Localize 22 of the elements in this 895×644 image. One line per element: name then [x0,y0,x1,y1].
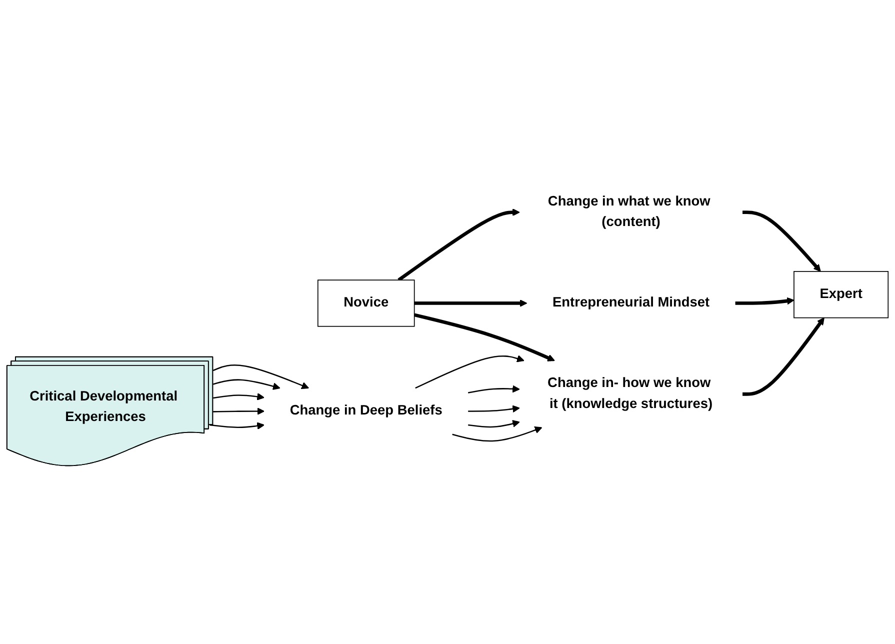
arrow [398,208,520,282]
arrow [415,354,524,388]
node-text: Change in Deep Beliefs [290,403,442,418]
node-box: Novice [317,279,415,326]
arrow [213,392,264,400]
node-text: Change in what we know (content) [548,194,710,230]
arrow [468,420,520,428]
arrow [468,384,520,394]
arrow [452,426,542,442]
node-box: Expert [794,270,889,318]
arrow [735,296,794,305]
node-text: Change in- how we know it (knowledge structures) [548,376,713,411]
arrow [212,378,280,390]
arrow [213,407,264,415]
arrow [414,299,528,307]
arrow [212,364,309,389]
node-text: Entrepreneurial Mindset [552,295,710,310]
arrow [210,422,264,430]
arrow [414,312,555,362]
arrow [742,317,824,396]
arrow [742,210,821,272]
arrow [468,404,520,412]
